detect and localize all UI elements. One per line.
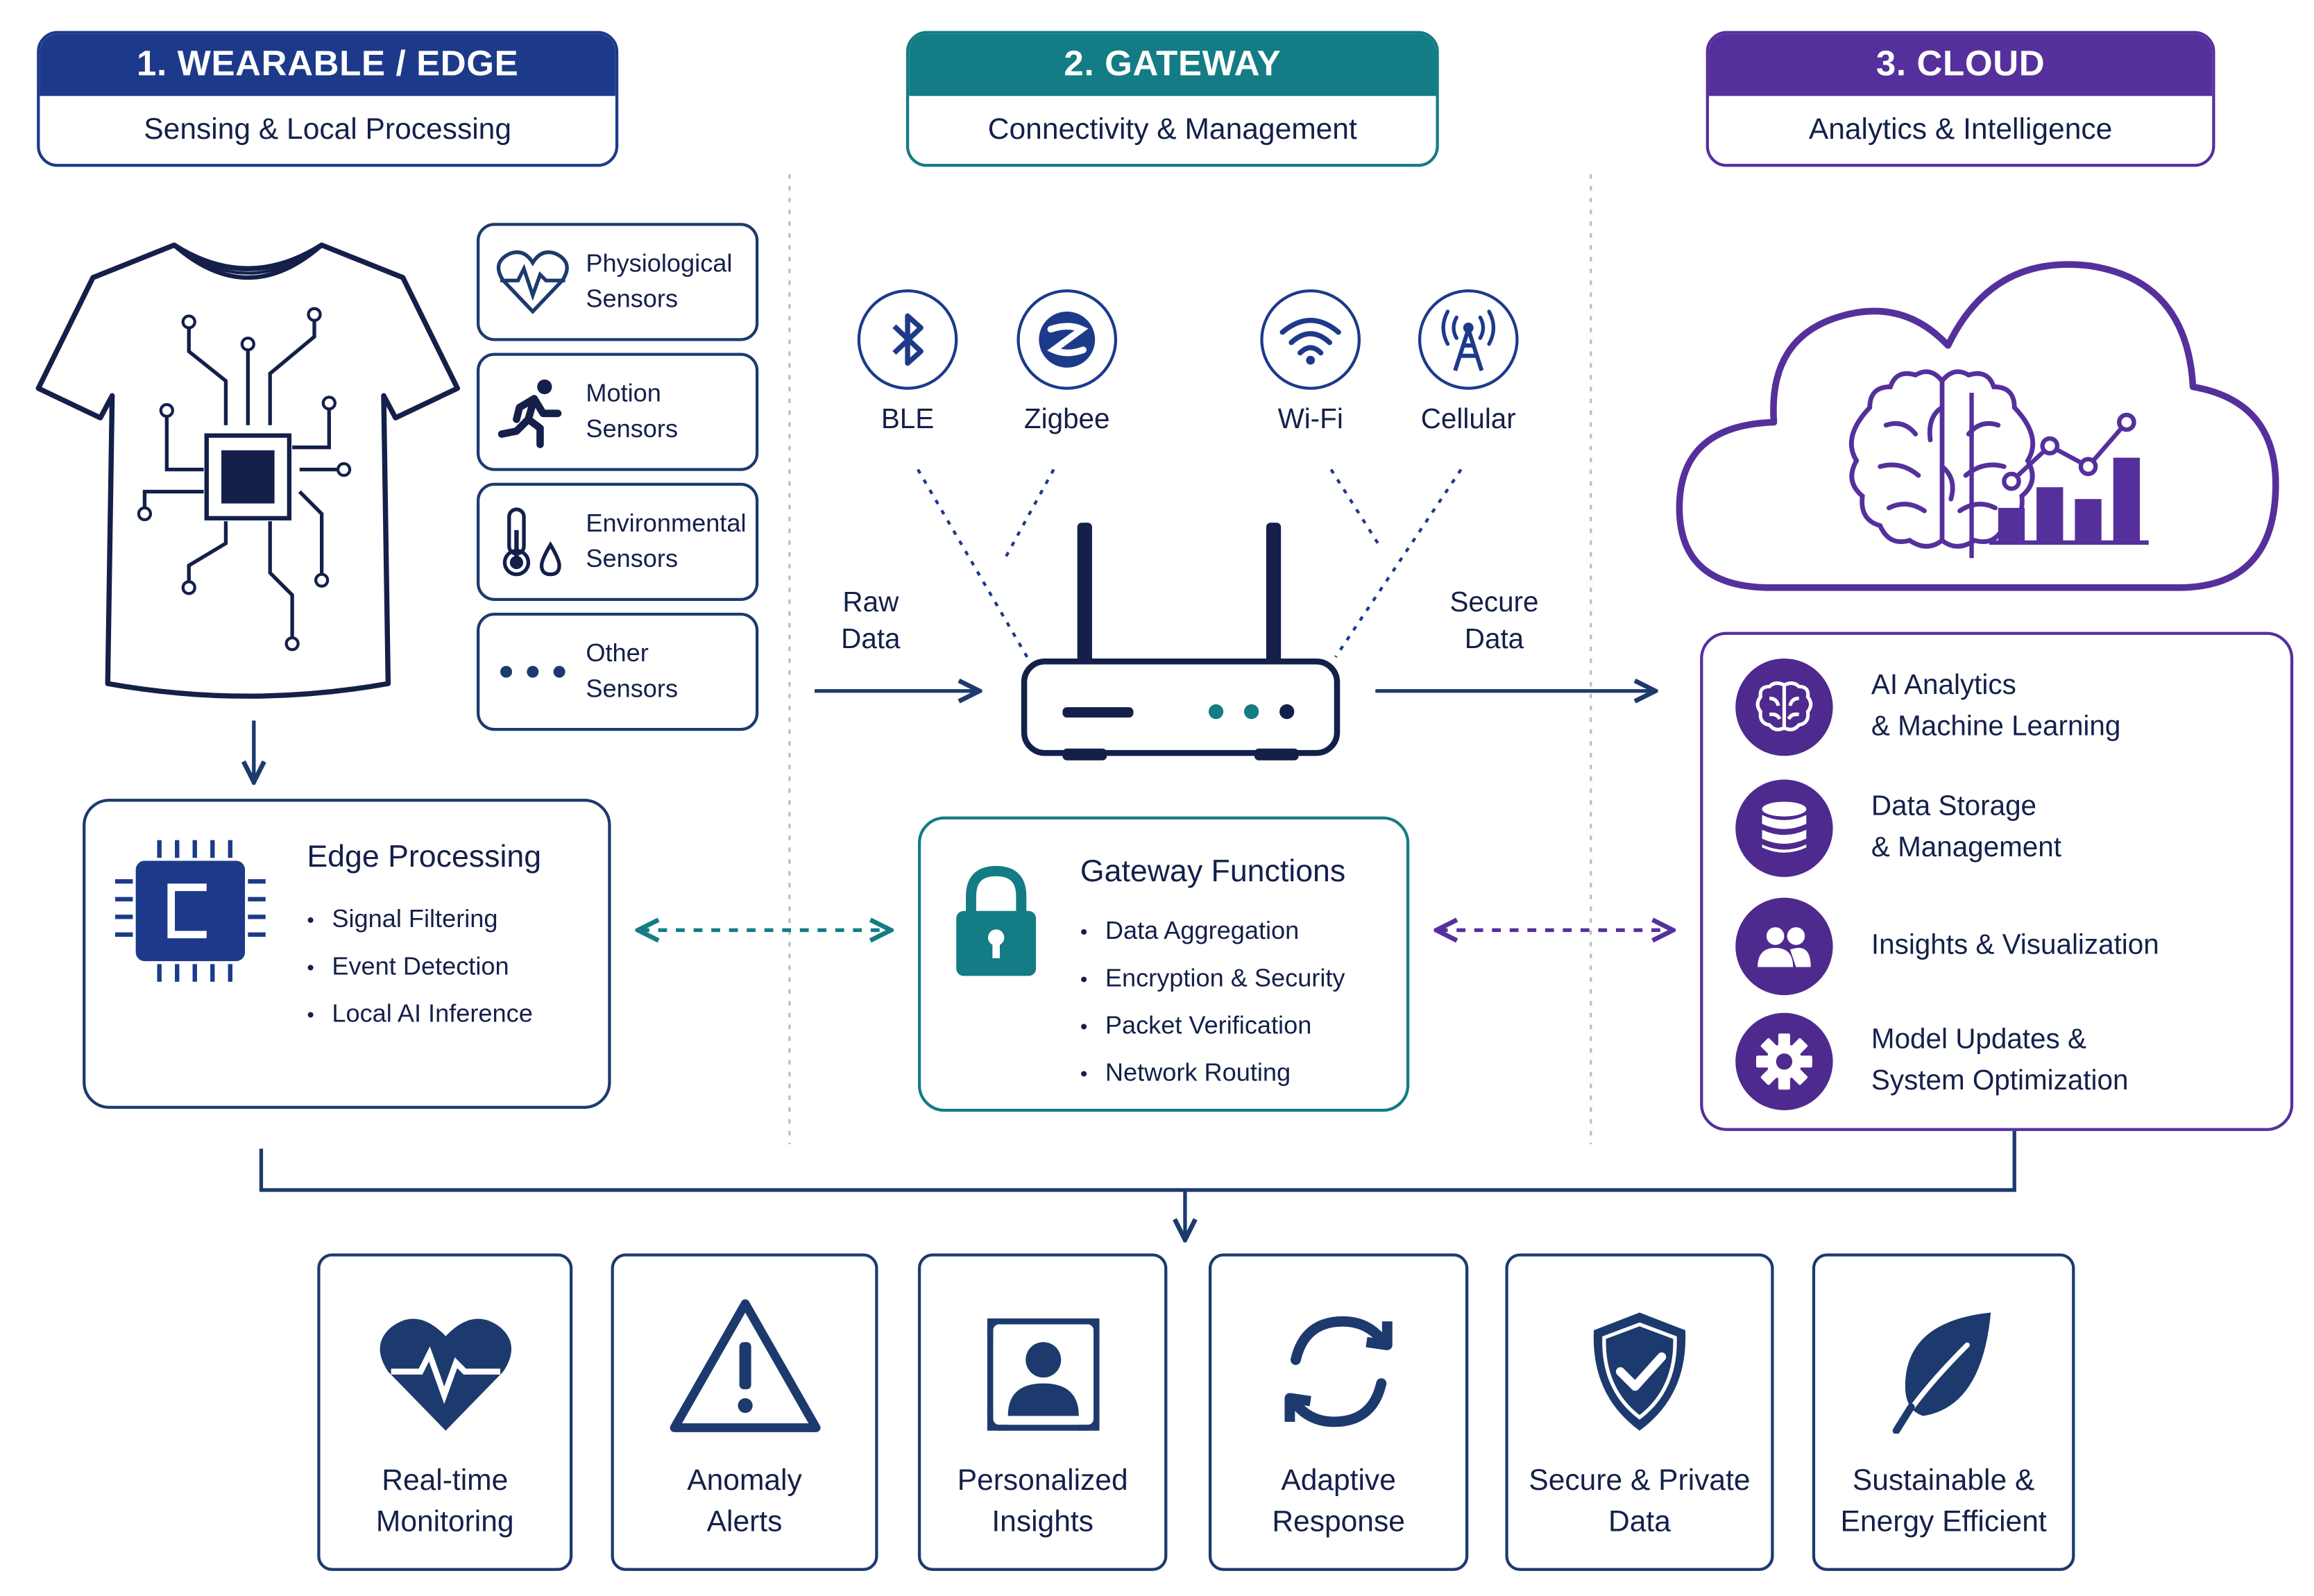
list-item: Event Detection: [307, 944, 532, 991]
list-item: Data Aggregation: [1080, 908, 1345, 956]
sensor-label: Motion Sensors: [586, 379, 679, 443]
benefit-adaptive-response: Adaptive Response: [1208, 1253, 1469, 1571]
zigbee-icon: [1016, 289, 1118, 390]
router-icon: [1021, 523, 1341, 761]
benefit-label: Personalized Insights: [957, 1464, 1128, 1539]
protocol-wifi: Wi-Fi: [1244, 289, 1377, 437]
database-icon: [1735, 779, 1833, 877]
gateway-functions-panel: Gateway Functions Data Aggregation Encry…: [917, 816, 1410, 1112]
section-gateway-header: 2. GATEWAY Connectivity & Management: [905, 31, 1439, 167]
shield-check-icon: [1508, 1257, 1771, 1434]
cloud-item-label: Model Updates & System Optimization: [1871, 1024, 2129, 1097]
cell-tower-icon: [1418, 289, 1519, 390]
cloud-item-ai: AI Analytics & Machine Learning: [1735, 658, 2121, 756]
brain-icon: [1849, 369, 2035, 549]
cloud-services-panel: AI Analytics & Machine Learning Data Sto…: [1700, 631, 2294, 1131]
heart-pulse-icon: [321, 1257, 570, 1434]
protocol-label: BLE: [880, 404, 935, 436]
ble-link: [917, 468, 1029, 658]
benefit-label: Sustainable & Energy Efficient: [1840, 1464, 2047, 1539]
list-item: Network Routing: [1080, 1050, 1345, 1097]
benefit-label: Anomaly Alerts: [687, 1464, 802, 1539]
sensor-label: Other Sensors: [586, 639, 679, 703]
sensor-other: Other Sensors: [476, 612, 759, 731]
smart-shirt-icon: [35, 242, 461, 699]
protocol-label: Zigbee: [1023, 404, 1110, 436]
cloud-analytics-icon: [1676, 261, 2279, 591]
list-item: Local AI Inference: [307, 991, 532, 1038]
section-wearable-header: 1. WEARABLE / EDGE Sensing & Local Proce…: [37, 31, 619, 167]
cloud-item-insights: Insights & Visualization: [1735, 897, 2159, 996]
profile-icon: [921, 1257, 1164, 1434]
processor-chip-icon: [114, 840, 266, 982]
outcome-bracket: [259, 1130, 2016, 1192]
benefit-label: Adaptive Response: [1272, 1464, 1405, 1539]
edge-title: Edge Processing: [307, 840, 542, 874]
sensor-physiological: Physiological Sensors: [476, 223, 759, 341]
warning-icon: [614, 1257, 875, 1434]
section-subtitle: Analytics & Intelligence: [1808, 112, 2113, 146]
wifi-icon: [1260, 289, 1361, 390]
benefit-personalized-insights: Personalized Insights: [917, 1253, 1168, 1571]
section-subtitle: Sensing & Local Processing: [144, 112, 512, 146]
refresh-icon: [1211, 1257, 1465, 1434]
section-title: 3. CLOUD: [1708, 33, 2213, 96]
cloud-item-storage: Data Storage & Management: [1735, 779, 2061, 877]
gear-icon: [1735, 1012, 1833, 1111]
section-subtitle: Connectivity & Management: [987, 112, 1357, 146]
list-item: Packet Verification: [1080, 1003, 1345, 1050]
bluetooth-icon: [857, 289, 958, 390]
cellular-link: [1334, 468, 1463, 659]
gateway-functions-list: Data Aggregation Encryption & Security P…: [1080, 908, 1345, 1097]
zigbee-link: [1002, 468, 1055, 562]
section-title: 1. WEARABLE / EDGE: [40, 33, 615, 96]
cloud-item-label: Insights & Visualization: [1871, 930, 2159, 962]
protocol-label: Cellular: [1420, 404, 1516, 436]
benefit-secure-private-data: Secure & Private Data: [1505, 1253, 1774, 1571]
sensor-label: Physiological Sensors: [586, 249, 733, 314]
benefit-realtime-monitoring: Real-time Monitoring: [317, 1253, 573, 1571]
benefit-label: Secure & Private Data: [1529, 1464, 1751, 1539]
edge-processing-panel: Edge Processing Signal Filtering Event D…: [83, 799, 611, 1109]
benefit-label: Real-time Monitoring: [375, 1464, 514, 1539]
sensor-label: Environmental Sensors: [586, 509, 747, 573]
section-title: 2. GATEWAY: [909, 33, 1436, 96]
protocol-zigbee: Zigbee: [1001, 289, 1133, 437]
lock-icon: [956, 865, 1037, 976]
edge-functions-list: Signal Filtering Event Detection Local A…: [307, 897, 532, 1038]
running-person-icon: [479, 375, 586, 448]
protocol-label: Wi-Fi: [1277, 404, 1343, 436]
cloud-item-model-updates: Model Updates & System Optimization: [1735, 1012, 2129, 1111]
gateway-title: Gateway Functions: [1080, 854, 1346, 889]
wifi-link: [1329, 468, 1381, 547]
thermometer-droplet-icon: [479, 504, 586, 581]
raw-data-label: Raw Data: [841, 587, 901, 656]
secure-data-label: Secure Data: [1449, 587, 1539, 656]
section-cloud-header: 3. CLOUD Analytics & Intelligence: [1705, 31, 2215, 167]
users-icon: [1735, 897, 1833, 996]
bar-chart-icon: [1989, 457, 2149, 545]
protocol-cellular: Cellular: [1402, 289, 1535, 437]
sensor-environmental: Environmental Sensors: [476, 482, 759, 601]
brain-icon: [1735, 658, 1833, 756]
dots-icon: [479, 663, 586, 681]
heart-pulse-icon: [479, 248, 586, 316]
sensor-motion: Motion Sensors: [476, 353, 759, 471]
protocol-ble: BLE: [841, 289, 973, 437]
benefit-anomaly-alerts: Anomaly Alerts: [611, 1253, 878, 1571]
leaf-icon: [1815, 1257, 2072, 1434]
list-item: Signal Filtering: [307, 897, 532, 944]
cloud-item-label: Data Storage & Management: [1871, 791, 2061, 864]
cloud-item-label: AI Analytics & Machine Learning: [1871, 670, 2121, 743]
list-item: Encryption & Security: [1080, 956, 1345, 1003]
benefit-sustainable-energy: Sustainable & Energy Efficient: [1812, 1253, 2075, 1571]
